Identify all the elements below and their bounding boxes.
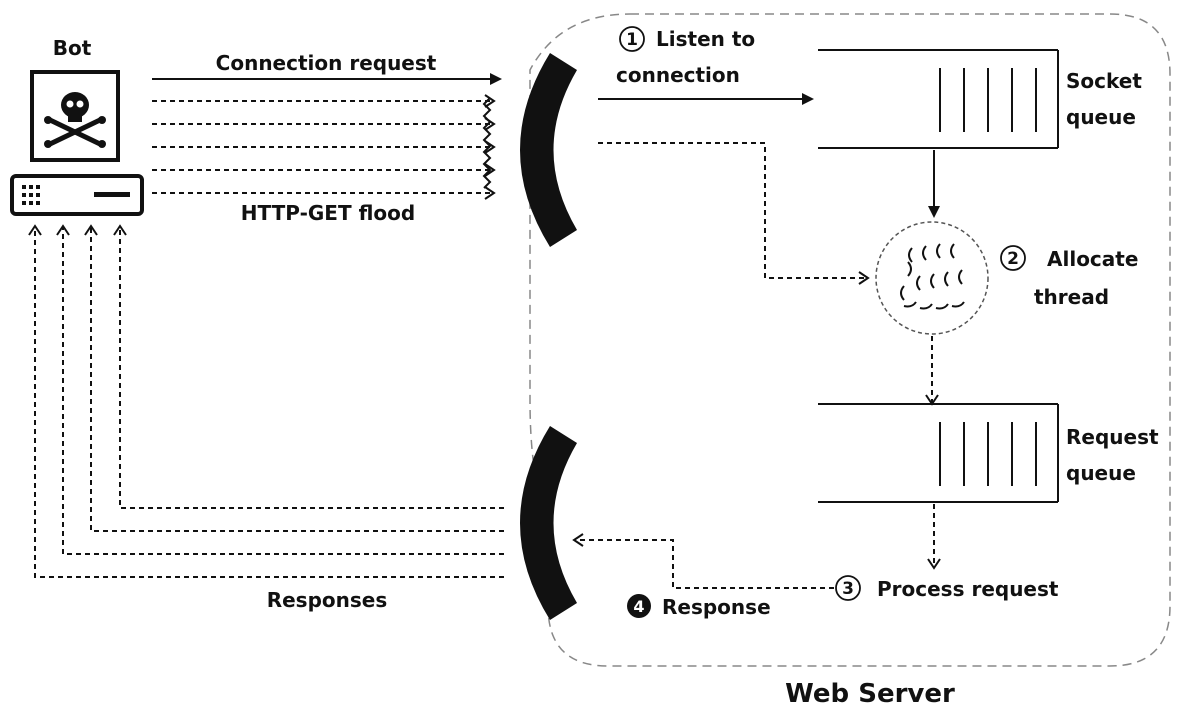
connection-request-label: Connection request [216,51,437,75]
step-1-line2: connection [616,63,740,87]
http-get-flood-label: HTTP-GET flood [241,201,415,225]
step-2-line2: thread [1034,285,1109,309]
response-return-arrows [28,224,504,578]
collision-zigzag [482,97,492,189]
svg-text:1: 1 [626,30,638,50]
step-1-line1: Listen to [656,27,755,51]
request-queue-box [818,403,1059,503]
lower-interface-arc [520,426,577,620]
step-1-badge: 1 [619,26,645,52]
web-server-boundary [529,13,1171,667]
server-box-icon [10,174,144,216]
request-queue-line1: Request [1066,425,1159,449]
request-queue-line2: queue [1066,461,1136,485]
step-4-badge: 4 [627,594,651,618]
step-3-badge: 3 [835,575,861,601]
socket-queue-box [818,49,1059,149]
svg-text:2: 2 [1007,249,1019,269]
process-to-response-arrow [572,533,834,589]
skull-monitor-icon [30,70,120,162]
step-2-badge: 2 [1000,245,1026,271]
flood-to-thread-arrow [598,142,870,285]
step-2-line1: Allocate [1047,247,1138,271]
bot-label: Bot [53,36,92,60]
thread-pool-icon [875,221,989,335]
socket-queue-line1: Socket [1066,69,1142,93]
step-3-label: Process request [877,577,1059,601]
svg-text:4: 4 [633,597,644,616]
svg-text:3: 3 [842,579,854,599]
web-server-label: Web Server [785,679,955,709]
socket-queue-line2: queue [1066,105,1136,129]
http-get-flood-arrows [152,94,496,200]
step-4-label: Response [662,595,771,619]
responses-label: Responses [267,588,388,612]
upper-interface-arc [520,53,577,247]
